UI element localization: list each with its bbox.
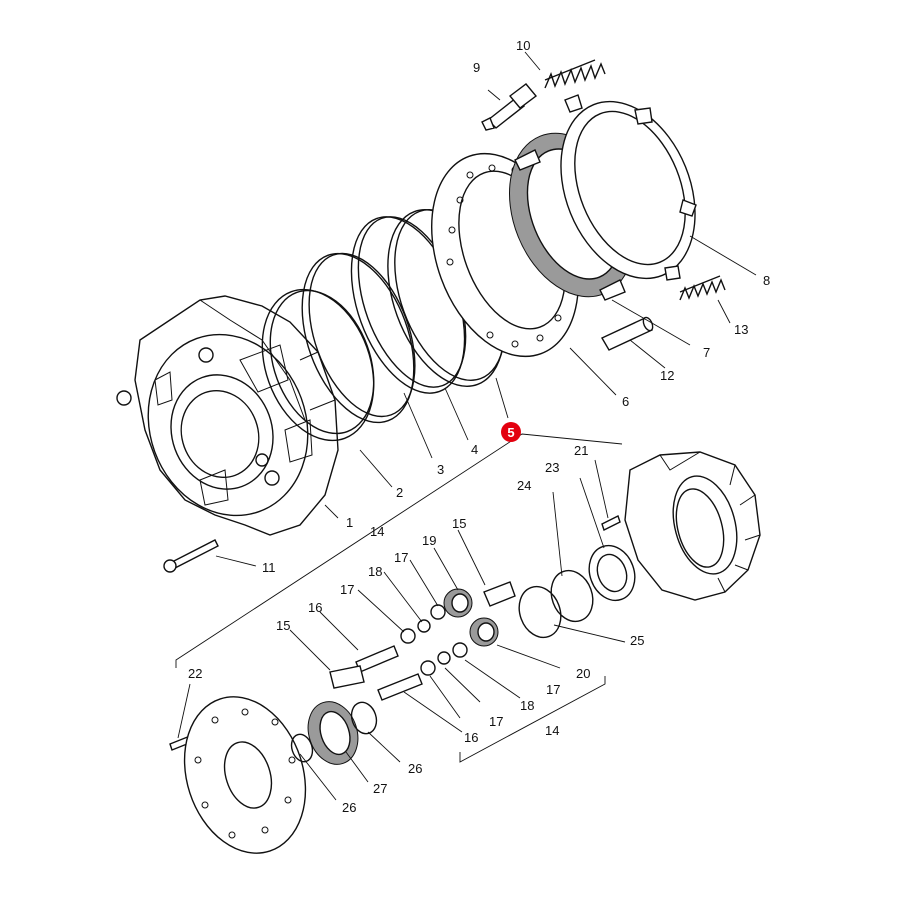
- label-16a: 16: [308, 600, 322, 615]
- label-21: 21: [574, 443, 588, 458]
- group-14-bracket: [175, 433, 623, 763]
- label-25: 25: [630, 633, 644, 648]
- callout-labels: 1 2 3 4 6 7 8 9 10 11 12 13 14 14 15 15 …: [188, 38, 770, 815]
- label-11: 11: [262, 560, 276, 575]
- part-1-housing: [116, 295, 339, 536]
- label-26a: 26: [408, 761, 422, 776]
- label-5: 5: [507, 425, 514, 440]
- label-12: 12: [660, 368, 674, 383]
- part-19-gear: [443, 588, 473, 618]
- part-16-shaft-b: [377, 673, 423, 701]
- label-3: 3: [437, 462, 444, 477]
- part-24-snap-ring: [550, 569, 594, 623]
- label-8: 8: [763, 273, 770, 288]
- label-14b: 14: [545, 723, 559, 738]
- label-2: 2: [396, 485, 403, 500]
- label-17c: 17: [546, 682, 560, 697]
- part-9-pin: [481, 83, 538, 131]
- highlight-badge-circle: [501, 422, 521, 442]
- label-17a: 17: [394, 550, 408, 565]
- part-8-backing-plate: [560, 94, 697, 281]
- label-18b: 18: [520, 698, 534, 713]
- part-11-bolt: [163, 539, 219, 573]
- label-15a: 15: [452, 516, 466, 531]
- leader-lines: [177, 51, 757, 801]
- part-26-snap-ring-b: [290, 733, 314, 763]
- label-27: 27: [373, 781, 387, 796]
- label-17d: 17: [489, 714, 503, 729]
- part-23-bearing: [588, 544, 636, 602]
- label-7: 7: [703, 345, 710, 360]
- label-16b: 16: [464, 730, 478, 745]
- label-15b: 15: [276, 618, 290, 633]
- part-10-spring: [544, 59, 606, 89]
- label-19: 19: [422, 533, 436, 548]
- label-10: 10: [516, 38, 530, 53]
- label-6: 6: [622, 394, 629, 409]
- part-21-carrier: [601, 451, 761, 601]
- part-13-spring: [679, 275, 726, 301]
- part-12-pin: [601, 316, 654, 351]
- part-15-link-a: [483, 581, 516, 607]
- label-24: 24: [517, 478, 531, 493]
- part-16-shaft-a: [355, 645, 399, 673]
- label-20: 20: [576, 666, 590, 681]
- label-17b: 17: [340, 582, 354, 597]
- part-2-ring: [261, 288, 375, 442]
- needle-bearings: [400, 604, 468, 676]
- label-22: 22: [188, 666, 202, 681]
- label-9: 9: [473, 60, 480, 75]
- part-25-snap-ring: [518, 585, 562, 639]
- part-15-link-b: [329, 665, 365, 689]
- label-1: 1: [346, 515, 353, 530]
- part-20-gear: [469, 617, 499, 647]
- label-26b: 26: [342, 800, 356, 815]
- label-4: 4: [471, 442, 478, 457]
- label-18a: 18: [368, 564, 382, 579]
- highlight-badge-5[interactable]: 5: [501, 422, 521, 442]
- label-23: 23: [545, 460, 559, 475]
- front-carrier-plate: [183, 696, 307, 854]
- label-13: 13: [734, 322, 748, 337]
- label-14a: 14: [370, 524, 384, 539]
